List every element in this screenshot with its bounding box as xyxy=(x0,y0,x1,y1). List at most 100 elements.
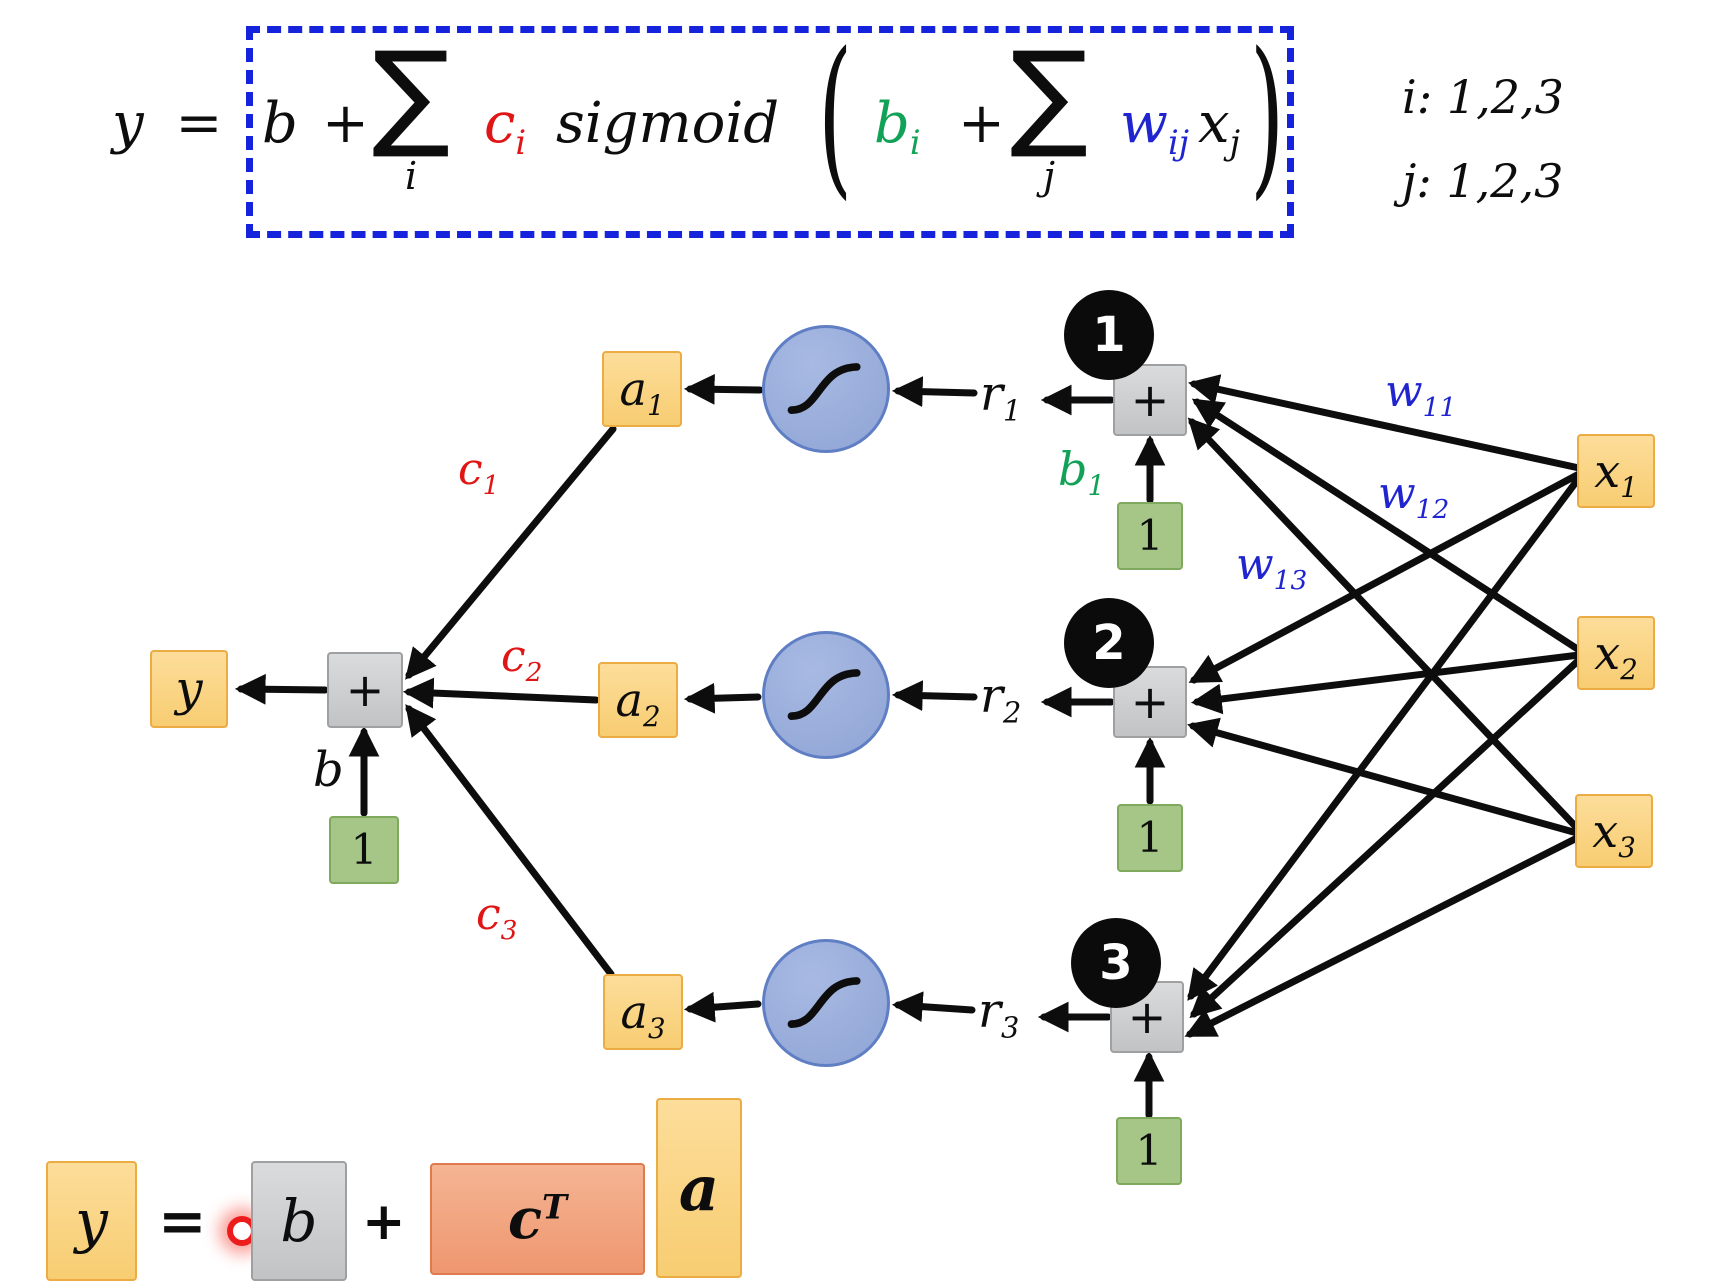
formula-plus-2: + xyxy=(958,91,1005,156)
formula-bias-b: b xyxy=(262,91,298,156)
output-sum-node: + xyxy=(327,652,403,728)
formula-close-paren: ) xyxy=(1250,14,1285,216)
output-label-y: y xyxy=(175,661,203,717)
sigmoid-node-2 xyxy=(762,631,890,759)
edge-x3-sum1 xyxy=(1187,417,1581,832)
matrix-y-label: y xyxy=(75,1187,108,1255)
formula-xj-sub: j xyxy=(1229,123,1241,163)
index-note-j: j: 1,2,3 xyxy=(1402,154,1564,208)
matrix-plus: + xyxy=(362,1192,406,1252)
output-bias-one: 1 xyxy=(350,825,378,874)
formula-xj: xj xyxy=(1198,96,1240,160)
sigmoid-curve-icon xyxy=(787,977,861,1028)
formula-ci-base: c xyxy=(484,91,516,156)
edge-sumout-y xyxy=(234,673,329,705)
formula-equals: = xyxy=(175,91,223,156)
matrix-y-box: y xyxy=(46,1161,137,1281)
edge-r2-sigmoid2 xyxy=(891,680,978,712)
formula-lhs: y = xyxy=(112,96,222,152)
r2-label: r2 xyxy=(980,668,1022,730)
activation-label-a2: a2 xyxy=(615,673,661,734)
input-label-x2: x2 xyxy=(1594,626,1638,687)
bias-one-2: 1 xyxy=(1136,813,1164,862)
formula-bi-base: b xyxy=(874,91,910,156)
neuron-badge-3: 3 xyxy=(1071,918,1161,1008)
formula-wij: wij xyxy=(1120,96,1189,160)
edge-x3-sum2 xyxy=(1187,717,1581,837)
edge-sigmoid1-a1 xyxy=(683,373,764,405)
edge-r1-sigmoid1 xyxy=(891,376,978,408)
input-label-x1: x1 xyxy=(1594,444,1638,505)
bias-one-box-3: 1 xyxy=(1116,1117,1182,1185)
formula-xj-base: x xyxy=(1198,91,1230,156)
activation-box-a3: a3 xyxy=(603,974,683,1050)
weight-label-w11: w11 xyxy=(1385,366,1457,423)
edge-x2-sum2 xyxy=(1190,651,1583,715)
formula-highlight-box xyxy=(246,26,1294,238)
formula-plus-1: + xyxy=(322,91,369,156)
matrix-b-box: b xyxy=(251,1161,347,1281)
output-box-y: y xyxy=(150,650,228,728)
edge-sigmoid2-a2 xyxy=(683,682,762,714)
weight-label-w12: w12 xyxy=(1378,468,1450,525)
formula-sum-over-i: ∑ i xyxy=(372,27,451,198)
sigma-glyph: ∑ xyxy=(372,27,451,162)
edge-x2-sum1 xyxy=(1191,398,1583,654)
activation-box-a2: a2 xyxy=(598,662,678,738)
formula-ci-sub: i xyxy=(515,123,527,163)
sum-node-2-plus: + xyxy=(1130,675,1170,729)
c3-label: c3 xyxy=(476,889,518,946)
output-sum-plus: + xyxy=(345,663,385,717)
sum-node-1-plus: + xyxy=(1130,373,1170,427)
matrix-cT-box: cT xyxy=(430,1163,645,1275)
bias-one-box-2: 1 xyxy=(1117,804,1183,872)
sigma-index-i: i xyxy=(405,153,418,198)
bias-one-1: 1 xyxy=(1136,511,1164,560)
c2-label: c2 xyxy=(501,631,543,688)
neuron-badge-2: 2 xyxy=(1064,598,1154,688)
r1-label: r1 xyxy=(980,366,1022,428)
input-box-x3: x3 xyxy=(1575,794,1653,868)
output-bias-label-b: b xyxy=(313,742,344,798)
formula-open-paren: ( xyxy=(818,14,853,216)
sigma-glyph-2: ∑ xyxy=(1010,27,1089,162)
formula-bi-sub: i xyxy=(909,123,921,163)
matrix-equals: = xyxy=(158,1187,207,1255)
sigmoid-node-1 xyxy=(762,325,890,453)
weight-label-w13: w13 xyxy=(1236,539,1308,596)
edge-sigmoid3-a3 xyxy=(683,991,762,1023)
edge-x3-sum3 xyxy=(1184,834,1581,1038)
neuron-badge-1: 1 xyxy=(1064,290,1154,380)
edge-x2-sum3 xyxy=(1189,656,1583,1019)
formula-wij-base: w xyxy=(1120,91,1168,156)
input-label-x3: x3 xyxy=(1592,804,1636,865)
edge-a2-sumout xyxy=(402,677,600,709)
sigma-index-j: j xyxy=(1043,153,1055,198)
bias-one-3: 1 xyxy=(1135,1126,1163,1175)
edge-x1-sum1 xyxy=(1187,374,1583,472)
activation-label-a3: a3 xyxy=(620,985,666,1046)
sigmoid-node-3 xyxy=(762,939,890,1067)
matrix-b-label: b xyxy=(280,1187,318,1255)
formula-y: y xyxy=(112,91,144,156)
edge-x1-sum2 xyxy=(1188,470,1583,684)
bias-label-b1: b1 xyxy=(1058,442,1106,503)
input-box-x2: x2 xyxy=(1577,616,1655,690)
matrix-a-label: a xyxy=(678,1151,720,1225)
matrix-cT-label: cT xyxy=(507,1186,568,1252)
activation-box-a1: a1 xyxy=(602,351,682,427)
output-bias-one-box: 1 xyxy=(329,816,399,884)
edge-a1-sumout xyxy=(405,425,617,680)
activation-label-a1: a1 xyxy=(619,362,665,423)
input-box-x1: x1 xyxy=(1577,434,1655,508)
edge-r3-sigmoid3 xyxy=(891,991,976,1023)
c1-label: c1 xyxy=(458,444,500,501)
formula-sum-over-j: ∑ j xyxy=(1010,27,1089,198)
index-note-i: i: 1,2,3 xyxy=(1402,70,1564,124)
edge-a3-sumout xyxy=(405,704,615,978)
formula-sigmoid-word: sigmoid xyxy=(556,91,780,156)
bias-one-box-1: 1 xyxy=(1117,502,1183,570)
matrix-a-box: a xyxy=(656,1098,742,1278)
